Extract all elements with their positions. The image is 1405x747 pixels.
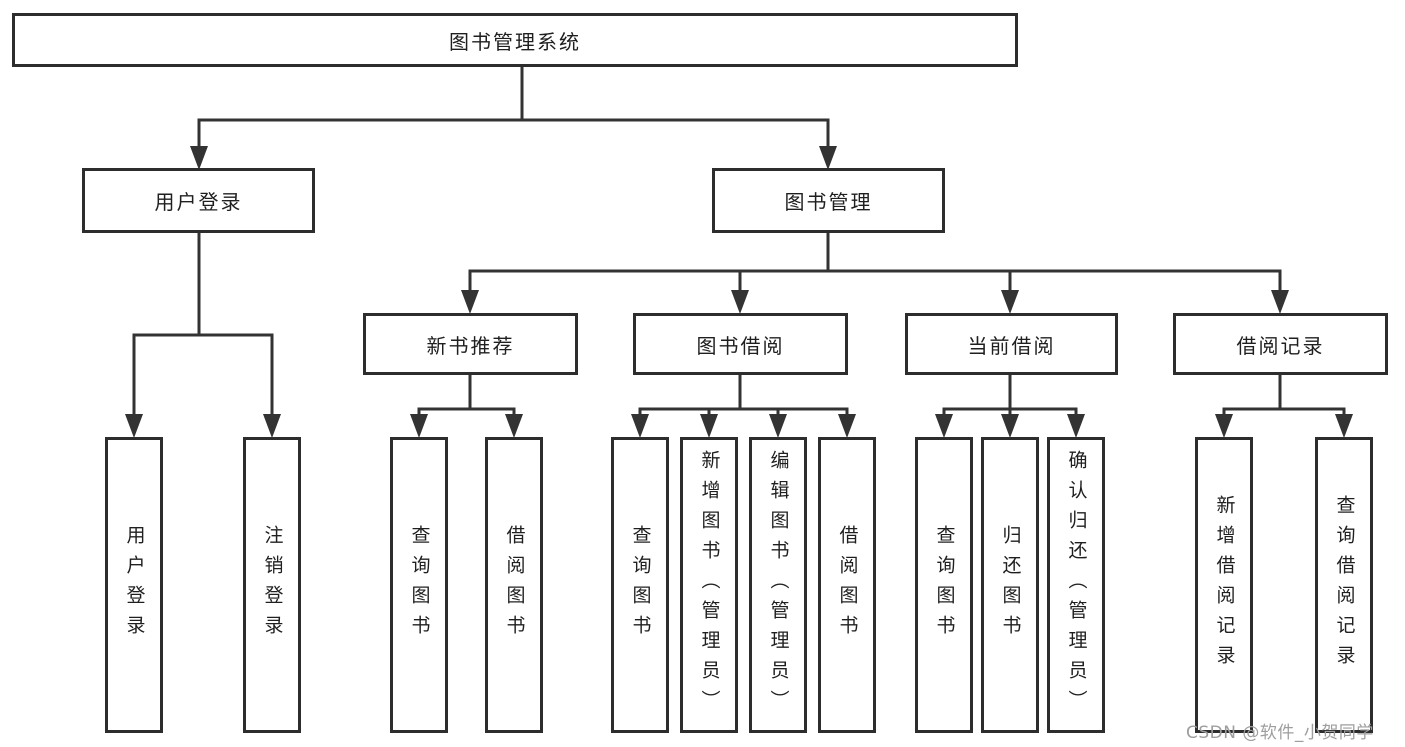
node-current-borrowing: 当前借阅 (905, 313, 1118, 375)
node-new-book-recommendation: 新书推荐 (363, 313, 578, 375)
leaf-add-books-admin: 新增图书（管理员） (680, 437, 738, 733)
node-library-management-system: 图书管理系统 (12, 13, 1018, 67)
leaf-query-books: 查询图书 (915, 437, 973, 733)
leaf-query-books: 查询图书 (611, 437, 669, 733)
leaf-query-books: 查询图书 (390, 437, 448, 733)
leaf-confirm-return-admin: 确认归还（管理员） (1047, 437, 1105, 733)
node-book-management: 图书管理 (712, 168, 945, 233)
node-book-borrowing: 图书借阅 (633, 313, 848, 375)
leaf-add-borrow-record: 新增借阅记录 (1195, 437, 1253, 733)
leaf-edit-books-admin: 编辑图书（管理员） (749, 437, 807, 733)
node-borrowing-records: 借阅记录 (1173, 313, 1388, 375)
leaf-query-borrow-record: 查询借阅记录 (1315, 437, 1373, 733)
leaf-borrow-books: 借阅图书 (485, 437, 543, 733)
leaf-return-books: 归还图书 (981, 437, 1039, 733)
node-user-login: 用户登录 (82, 168, 315, 233)
csdn-watermark: CSDN @软件_小贺同学 (1186, 723, 1374, 743)
leaf-logout-login: 注销登录 (243, 437, 301, 733)
leaf-borrow-books: 借阅图书 (818, 437, 876, 733)
leaf-user-login: 用户登录 (105, 437, 163, 733)
